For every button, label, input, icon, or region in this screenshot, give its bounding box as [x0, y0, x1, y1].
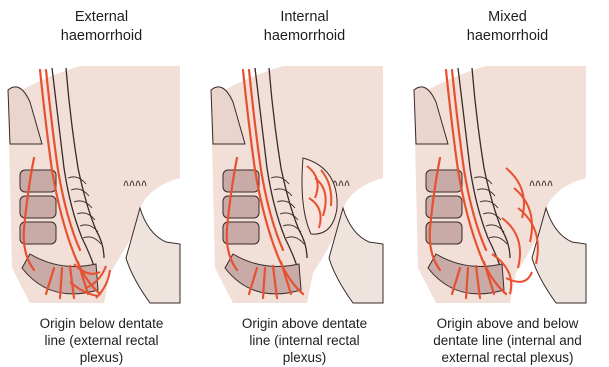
panel-title: External haemorrhoid — [0, 8, 203, 46]
title-line: haemorrhoid — [0, 27, 203, 46]
caption-line: line (external rectal — [0, 332, 203, 349]
internal-haemorrhoid-illustration — [203, 58, 406, 306]
caption-line: Origin above dentate — [203, 315, 406, 332]
caption-line: dentate line (internal and — [406, 332, 609, 349]
panel-title: Internal haemorrhoid — [203, 8, 406, 46]
title-line: haemorrhoid — [406, 27, 609, 46]
external-haemorrhoid-panel: External haemorrhoid Origin below dentat… — [0, 0, 203, 367]
panel-caption: Origin below dentate line (external rect… — [0, 315, 203, 366]
muscle-layer — [20, 170, 56, 192]
caption-line: line (internal rectal — [203, 332, 406, 349]
title-line: haemorrhoid — [203, 27, 406, 46]
caption-line: Origin below dentate — [0, 315, 203, 332]
internal-haemorrhoid-panel: Internal haemorrhoid Origin above dentat… — [203, 0, 406, 367]
panel-caption: Origin above and below dentate line (int… — [406, 315, 609, 366]
title-line: External — [0, 8, 203, 27]
caption-line: external rectal plexus) — [406, 349, 609, 366]
caption-line: Origin above and below — [406, 315, 609, 332]
title-line: Mixed — [406, 8, 609, 27]
external-haemorrhoid-illustration — [0, 58, 203, 306]
panel-caption: Origin above dentate line (internal rect… — [203, 315, 406, 366]
muscle-layer — [426, 222, 462, 244]
caption-line: plexus) — [203, 349, 406, 366]
muscle-layer — [223, 170, 259, 192]
muscle-layer — [426, 170, 462, 192]
title-line: Internal — [203, 8, 406, 27]
caption-line: plexus) — [0, 349, 203, 366]
mixed-haemorrhoid-panel: Mixed haemorrhoid Origin above and below… — [406, 0, 609, 367]
muscle-layer — [223, 222, 259, 244]
muscle-layer — [20, 222, 56, 244]
panel-title: Mixed haemorrhoid — [406, 8, 609, 46]
mixed-haemorrhoid-illustration — [406, 58, 609, 306]
